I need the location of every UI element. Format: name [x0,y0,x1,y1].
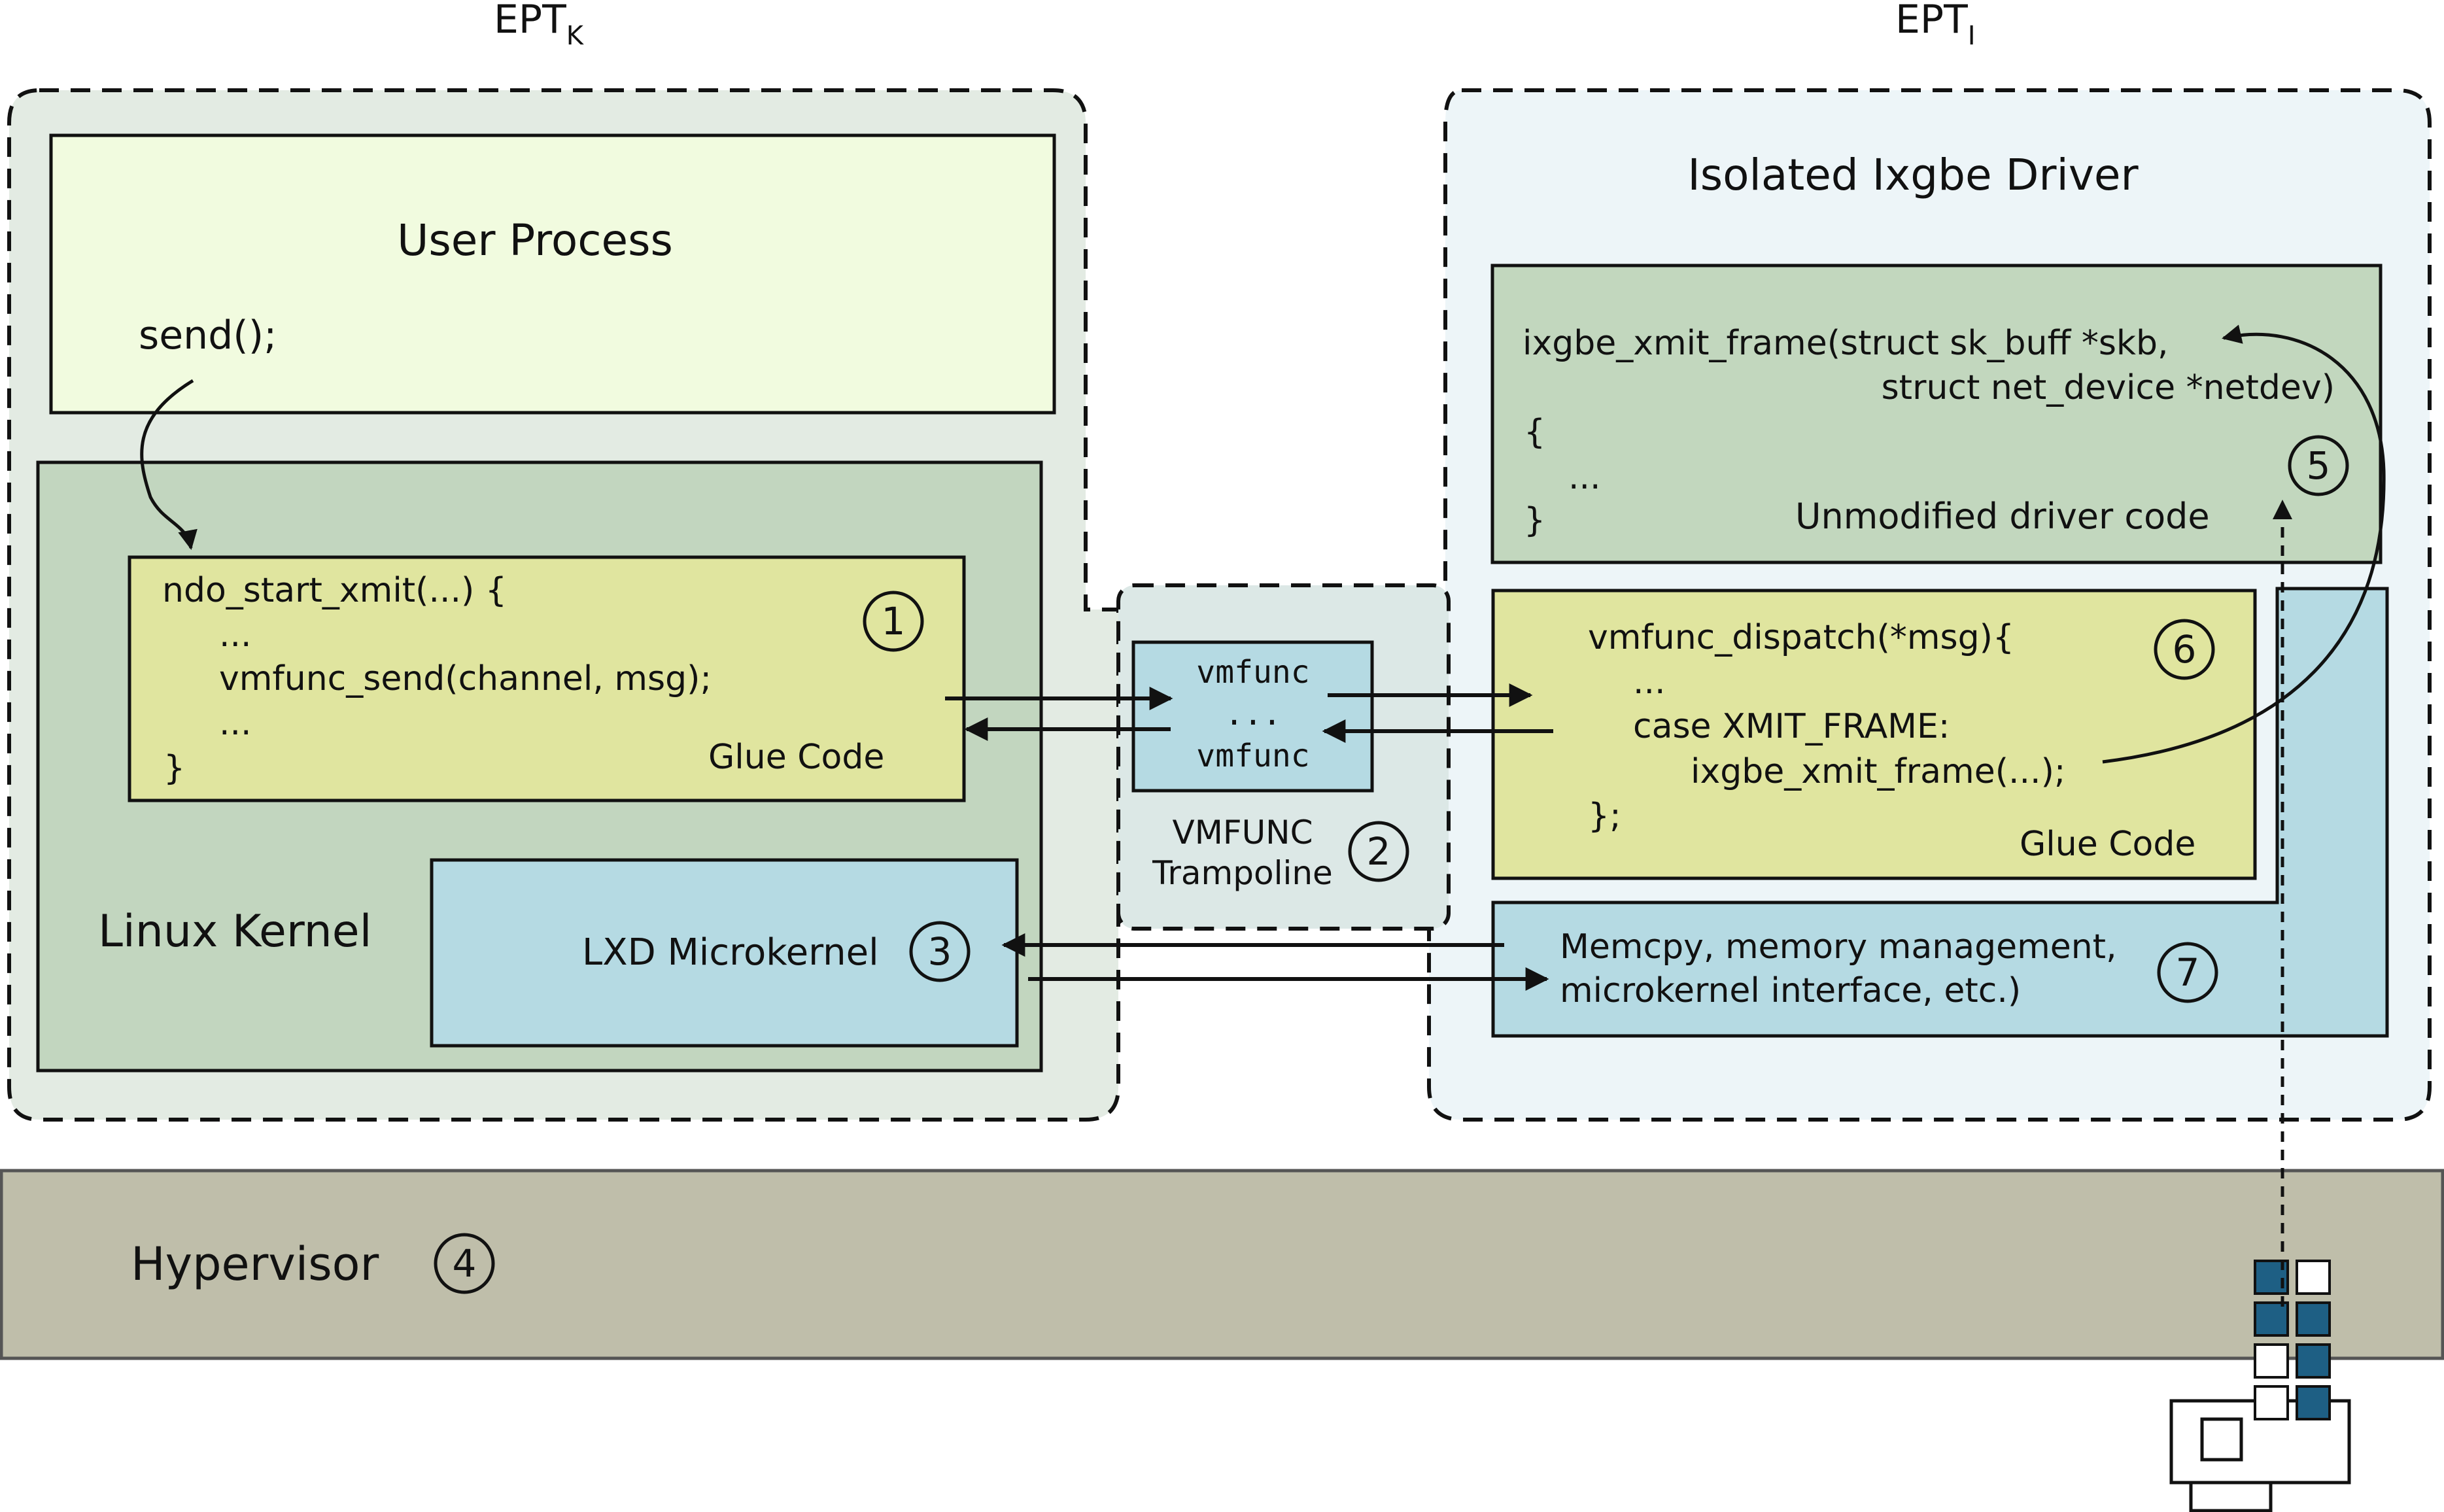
driver-line-3: { [1524,413,1545,452]
driver-support-line-2: microkernel interface, etc.) [1560,971,2021,1010]
vmfunc-line-1: vmfunc [1196,654,1309,691]
linux-kernel-label: Linux Kernel [98,906,371,957]
send-call: send(); [139,313,277,358]
user-process-label: User Process [397,215,673,266]
ept-k-header: EPTK [494,0,585,51]
kernel-glue-line-3: vmfunc_send(channel, msg); [219,659,712,698]
driver-glue-line-5: }; [1588,797,1621,836]
kernel-glue-line-1: ndo_start_xmit(...) { [162,571,507,610]
lxd-microkernel-box [430,858,1019,1048]
vmfunc-box [1131,640,1374,793]
vmfunc-line-3: vmfunc [1196,738,1309,774]
arrow-send-to-glue [140,379,198,550]
step-1-number: 1 [882,599,906,644]
vmfunc-line-2: ... [1225,696,1282,732]
driver-glue-label: Glue Code [2020,825,2195,864]
step-5: 5 [2288,435,2349,496]
step-3: 3 [909,921,971,982]
driver-support-box [1491,587,2389,1038]
register-cell [2296,1385,2331,1420]
isolated-driver-title: Isolated Ixgbe Driver [1687,150,2139,200]
driver-code-box [1490,264,2383,564]
step-6: 6 [2154,619,2215,680]
driver-glue-line-3: case XMIT_FRAME: [1633,707,1950,746]
driver-glue-line-2: ... [1633,662,1666,702]
driver-support-line-1: Memcpy, memory management, [1560,927,2117,967]
step-3-number: 3 [928,929,952,974]
driver-line-1: ixgbe_xmit_frame(struct sk_buff *skb, [1523,324,2169,363]
ept-i-header: EPTI [1895,0,1976,51]
trampoline-label-1: VMFUNC [1172,814,1313,851]
unmodified-driver-label: Unmodified driver code [1795,496,2210,537]
register-cell [2254,1343,2289,1379]
step-2-number: 2 [1367,829,1391,874]
driver-glue-line-1: vmfunc_dispatch(*msg){ [1588,618,2014,657]
driver-line-4: ... [1568,458,1601,497]
nic-port [2200,1417,2243,1462]
register-cell [2254,1301,2289,1337]
driver-line-2: struct net_device *netdev) [1882,368,2335,407]
step-4-number: 4 [453,1241,477,1286]
step-6-number: 6 [2173,627,2197,672]
driver-glue-code-box [1491,589,2257,880]
step-7: 7 [2157,942,2218,1003]
kernel-glue-line-4: ... [219,704,252,743]
hypervisor-box [0,1169,2444,1360]
step-4: 4 [434,1233,495,1294]
register-cell [2254,1385,2289,1420]
register-cell [2296,1301,2331,1337]
kernel-glue-line-5: } [164,749,185,788]
arrow-dispatch-to-driver [2102,324,2386,764]
driver-glue-line-4: ixgbe_xmit_frame(...); [1691,752,2065,791]
step-1: 1 [863,591,924,652]
hypervisor-label: Hypervisor [131,1237,379,1291]
register-cell [2296,1343,2331,1379]
kernel-glue-code-box [128,555,966,802]
lxd-microkernel-label: LXD Microkernel [582,931,879,974]
trampoline-label-2: Trampoline [1152,854,1333,892]
kernel-glue-line-2: ... [219,615,252,655]
step-5-number: 5 [2307,443,2331,488]
driver-line-5: } [1524,501,1545,540]
kernel-glue-label: Glue Code [708,738,884,777]
step-7-number: 7 [2176,950,2200,995]
user-process-box [49,133,1056,415]
register-cell [2296,1260,2331,1295]
step-2: 2 [1348,821,1409,882]
